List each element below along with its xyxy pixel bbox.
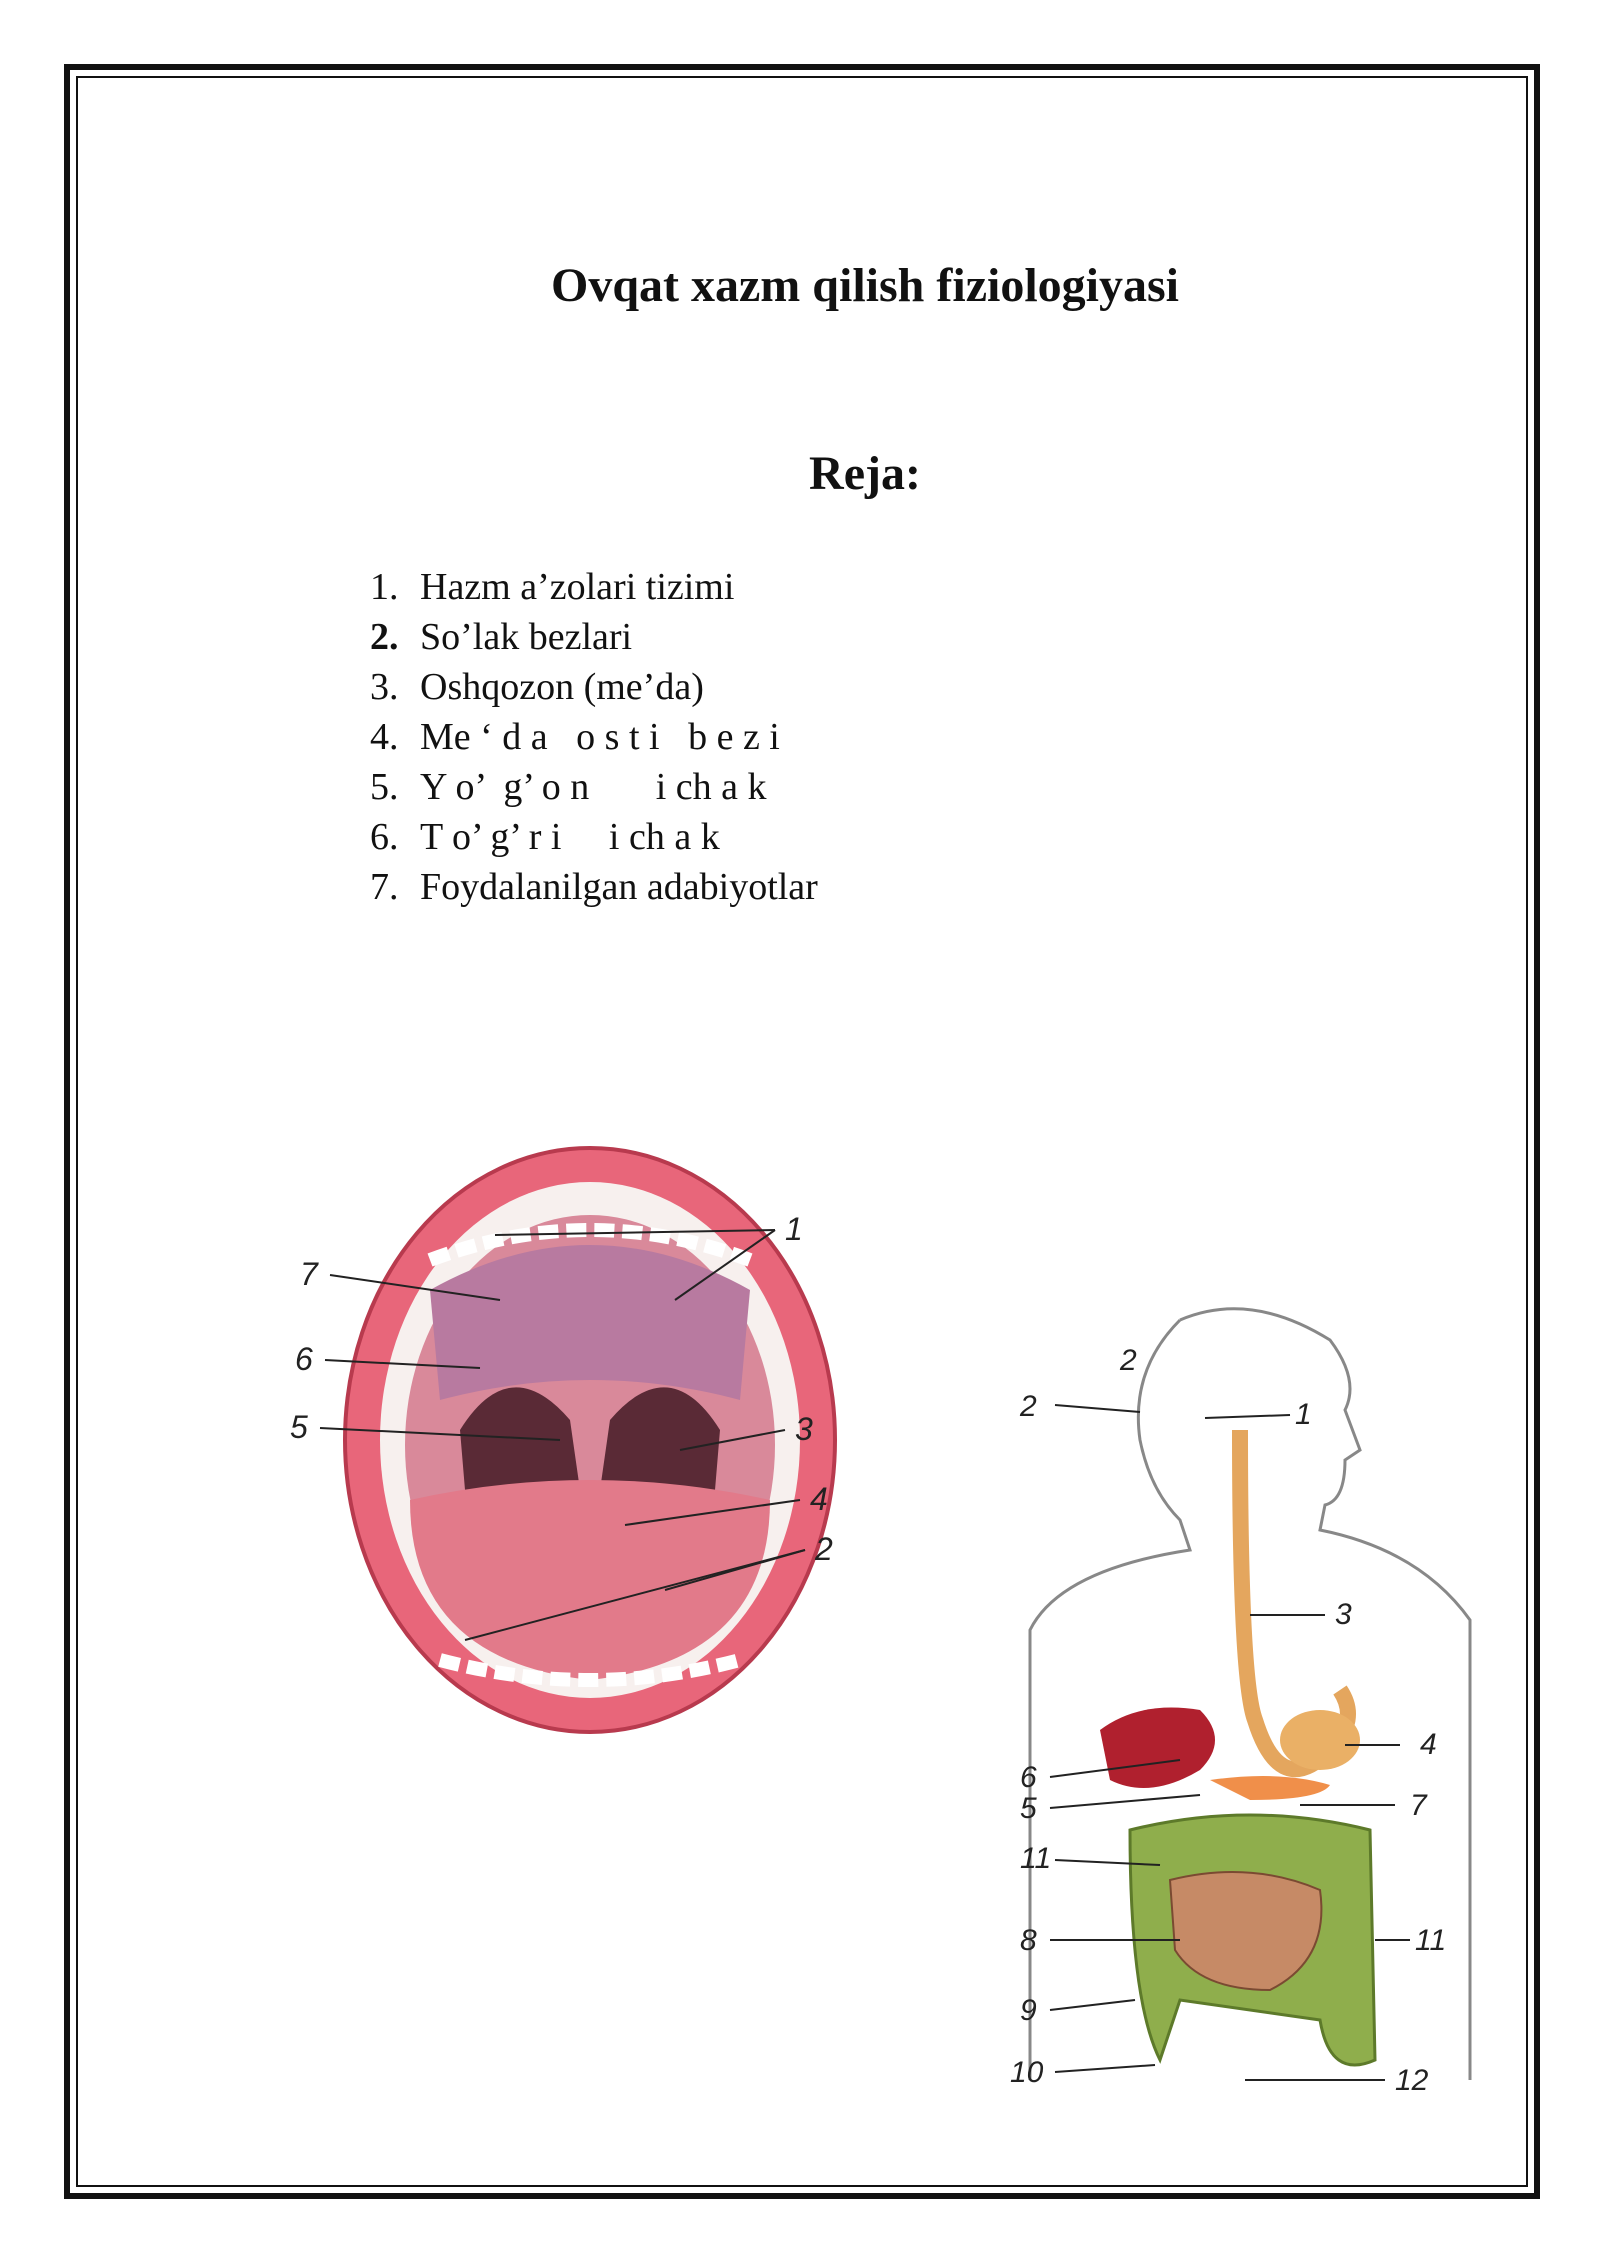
digestive-system-illustration: 2 2 1 3 4 6 5 7 11 8 11 9 10 12 <box>1010 1307 1472 2097</box>
list-item: 6.T o’ g’ r i i ch a k <box>370 816 720 858</box>
body-label: 9 <box>1020 1994 1037 2027</box>
body-label: 3 <box>1335 1598 1352 1631</box>
mouth-label: 1 <box>785 1211 803 1247</box>
mouth-label: 7 <box>300 1256 319 1292</box>
body-label: 7 <box>1410 1789 1428 1822</box>
body-label: 8 <box>1020 1924 1037 1957</box>
list-item: 3.Oshqozon (me’da) <box>370 666 704 708</box>
page-border-inner <box>76 76 1528 2187</box>
body-label: 4 <box>1420 1728 1437 1761</box>
page-title: Ovqat xazm qilish fiziologiyasi <box>550 259 1180 312</box>
body-label: 2 <box>1019 1390 1037 1423</box>
page-border-outer <box>64 64 1540 2199</box>
plan-list: 1.Hazm a’zolari tizimi 2.So’lak bezlari … <box>370 562 818 912</box>
mouth-label: 4 <box>810 1481 828 1517</box>
body-label: 11 <box>1020 1842 1051 1875</box>
mouth-illustration: 1 7 6 5 3 4 2 <box>290 1146 837 1734</box>
body-label: 11 <box>1415 1924 1446 1957</box>
list-item: 4.Me ‘ d a o s t i b e z i <box>370 716 780 758</box>
mouth-label: 3 <box>795 1411 813 1447</box>
list-item: 2.So’lak bezlari <box>370 616 633 658</box>
list-item: 7.Foydalanilgan adabiyotlar <box>370 866 818 908</box>
mouth-label: 5 <box>290 1409 308 1445</box>
body-label: 2 <box>1119 1344 1137 1377</box>
list-item: 5.Y o’ g’ o n i ch a k <box>370 766 767 808</box>
body-label: 6 <box>1020 1761 1037 1794</box>
body-label: 5 <box>1020 1792 1037 1825</box>
body-label: 12 <box>1395 2064 1429 2097</box>
plan-heading: Reja: <box>809 447 921 500</box>
list-item: 1.Hazm a’zolari tizimi <box>370 566 735 608</box>
body-label: 1 <box>1295 1398 1312 1431</box>
body-label: 10 <box>1010 2056 1044 2089</box>
mouth-label: 6 <box>295 1341 313 1377</box>
mouth-label: 2 <box>814 1531 833 1567</box>
